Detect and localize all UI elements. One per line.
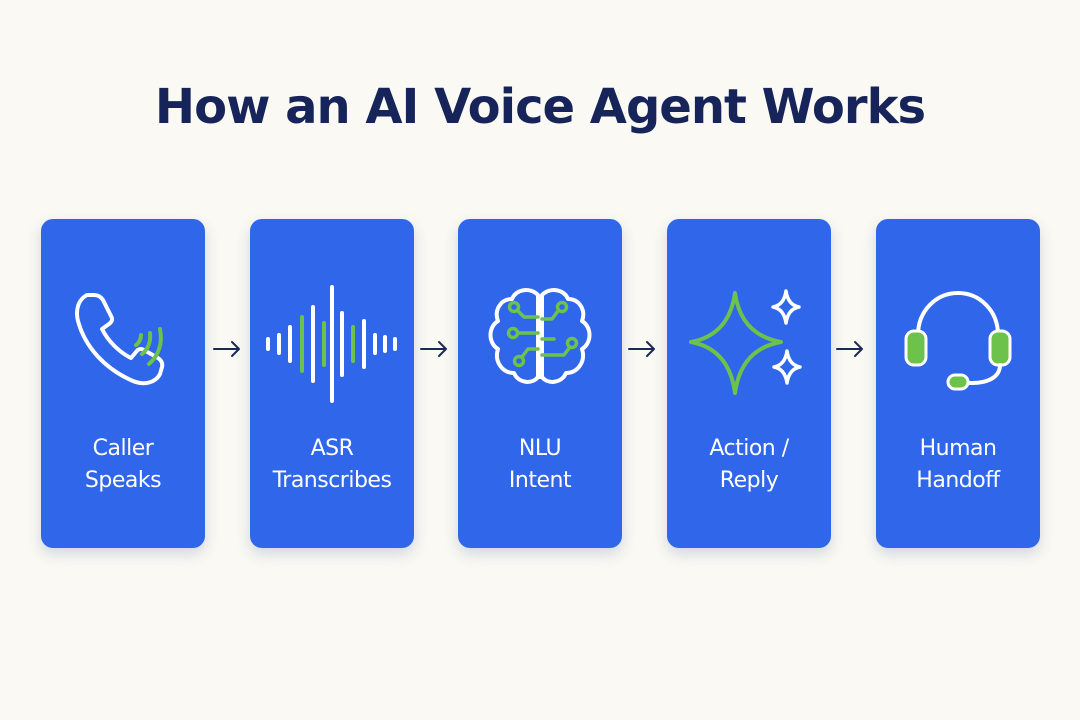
arrow-right-icon [628,341,655,357]
step-card-asr-transcribes: ASR Transcribes [250,219,414,548]
step-label-line1: Caller [92,436,154,461]
step-card-human-handoff: Human Handoff [876,219,1040,548]
step-label-line2: Speaks [84,468,162,493]
step-label: NLU Intent [458,433,622,497]
step-label-line1: ASR [310,436,354,461]
step-label-line2: Handoff [916,468,1000,493]
arrow-right-icon [836,341,863,357]
step-card-nlu-intent: NLU Intent [458,219,622,548]
sparkle-icon [689,289,802,395]
step-label-line1: NLU [518,436,562,461]
diagram-title: How an AI Voice Agent Works [154,79,926,135]
headset-icon [904,290,1012,391]
step-label-line2: Transcribes [272,468,392,493]
step-label-line2: Intent [508,468,572,493]
phone-icon [75,293,165,386]
step-card-action-reply: Action / Reply [667,219,831,548]
brain-circuit-icon [488,288,592,384]
step-label-line1: Human [919,436,997,461]
step-card-caller-speaks: Caller Speaks [41,219,205,548]
arrow-right-icon [213,341,240,357]
step-label-line2: Reply [719,468,779,493]
step-label: Human Handoff [876,433,1040,497]
soundwave-icon [266,285,397,403]
step-label: ASR Transcribes [250,433,414,497]
arrow-right-icon [420,341,447,357]
step-label: Action / Reply [667,433,831,497]
step-label-line1: Action / [709,436,789,461]
step-label: Caller Speaks [41,433,205,497]
